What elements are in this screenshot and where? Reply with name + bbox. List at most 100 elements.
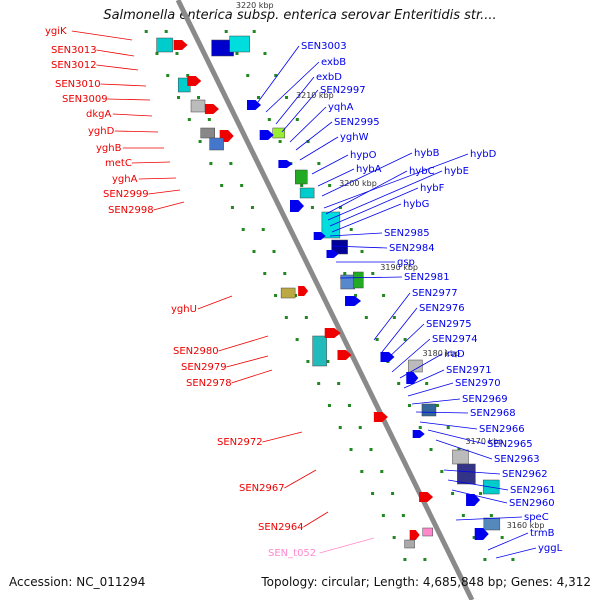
gene-arrow bbox=[278, 160, 293, 168]
tick-label: 3180 kbp bbox=[422, 349, 460, 358]
left-label: SEN2998 bbox=[108, 205, 154, 216]
track-dot bbox=[343, 272, 347, 275]
right-leader bbox=[373, 292, 411, 341]
right-leader bbox=[391, 338, 431, 373]
right-label: SEN2961 bbox=[510, 485, 556, 496]
right-label: hybD bbox=[470, 149, 497, 160]
track-dot bbox=[440, 470, 444, 473]
gene-block bbox=[312, 335, 327, 367]
track-dot bbox=[423, 558, 427, 561]
left-label: SEN2979 bbox=[181, 362, 227, 373]
gene-arrow bbox=[409, 530, 420, 540]
right-label: hybE bbox=[444, 166, 469, 177]
right-label-layer: SEN3003exbBexbDSEN2997yqhASEN2995yghWhyp… bbox=[257, 41, 563, 559]
right-leader bbox=[415, 411, 469, 414]
track-dot bbox=[327, 404, 331, 407]
left-leader bbox=[284, 469, 317, 489]
track-dot bbox=[337, 382, 341, 385]
tick-label: 3190 kbp bbox=[380, 263, 418, 272]
track-dot bbox=[328, 184, 332, 187]
right-label: trmB bbox=[530, 528, 555, 539]
right-leader bbox=[275, 76, 315, 125]
left-label: SEN2964 bbox=[258, 522, 304, 533]
track-dot bbox=[177, 96, 181, 99]
track-dot bbox=[418, 426, 422, 429]
right-leader bbox=[487, 532, 529, 551]
left-leader bbox=[96, 64, 139, 71]
left-leader bbox=[138, 177, 177, 180]
track-dot bbox=[451, 492, 455, 495]
track-dot bbox=[317, 162, 321, 165]
right-label: SEN2975 bbox=[426, 319, 472, 330]
track-dot bbox=[360, 470, 364, 473]
tick-label: 3220 kbp bbox=[236, 1, 274, 10]
track-dot bbox=[403, 338, 407, 341]
right-label: SEN2984 bbox=[389, 243, 435, 254]
right-leader bbox=[295, 121, 333, 151]
left-leader bbox=[319, 537, 375, 554]
left-leader bbox=[197, 295, 233, 310]
right-leader bbox=[411, 398, 461, 405]
track-dot bbox=[241, 228, 245, 231]
gene-block bbox=[272, 127, 285, 139]
right-label: SEN3003 bbox=[301, 41, 347, 52]
right-label: SEN2977 bbox=[412, 288, 458, 299]
gene-block bbox=[404, 539, 415, 549]
track-dot bbox=[382, 294, 386, 297]
right-label: SEN2962 bbox=[502, 469, 548, 480]
track-dot bbox=[144, 30, 148, 33]
gene-block bbox=[408, 359, 423, 373]
gene-block bbox=[421, 403, 437, 417]
gene-arrow bbox=[412, 430, 425, 438]
left-label: SEN2967 bbox=[239, 483, 285, 494]
right-label: SEN2976 bbox=[419, 303, 465, 314]
left-label: yghB bbox=[96, 143, 122, 154]
track-dot bbox=[349, 448, 353, 451]
right-leader bbox=[321, 152, 413, 197]
right-label: SEN2963 bbox=[494, 454, 540, 465]
gene-arrow bbox=[204, 104, 219, 114]
track-dot bbox=[246, 74, 250, 77]
tick-label: 3160 kbp bbox=[507, 521, 545, 530]
track-dot bbox=[457, 448, 461, 451]
right-leader bbox=[265, 61, 320, 113]
right-leader bbox=[385, 323, 425, 361]
left-leader bbox=[148, 189, 181, 195]
track-dot bbox=[220, 184, 224, 187]
genome-summary-text: Topology: circular; Length: 4,685,848 bp… bbox=[261, 575, 591, 589]
tick-label: 3200 kbp bbox=[339, 179, 377, 188]
right-label: hybC bbox=[409, 166, 435, 177]
right-leader bbox=[327, 170, 443, 221]
left-leader bbox=[100, 83, 147, 87]
left-label: ygiK bbox=[45, 26, 67, 37]
right-leader bbox=[443, 469, 501, 475]
track-dot bbox=[224, 30, 228, 33]
gene-block bbox=[321, 211, 341, 239]
track-dot bbox=[349, 228, 353, 231]
gene-arrow bbox=[466, 494, 481, 506]
right-label: SEN2985 bbox=[384, 228, 430, 239]
right-leader bbox=[381, 307, 418, 353]
right-leader bbox=[447, 479, 509, 491]
track-dot bbox=[261, 228, 265, 231]
track-dot bbox=[435, 404, 439, 407]
right-label: hybB bbox=[414, 148, 440, 159]
right-label: exbB bbox=[321, 57, 346, 68]
left-label: yghA bbox=[112, 174, 138, 185]
left-label: SEN2980 bbox=[173, 346, 219, 357]
track-dot bbox=[257, 96, 261, 99]
left-leader bbox=[112, 113, 153, 117]
right-leader bbox=[325, 170, 408, 215]
track-dot bbox=[250, 206, 254, 209]
right-label: gsp bbox=[397, 257, 415, 268]
right-leader bbox=[329, 187, 419, 227]
right-label: SEN2969 bbox=[462, 394, 508, 405]
gene-arrow bbox=[419, 492, 434, 502]
track-dot bbox=[187, 118, 191, 121]
track-dot bbox=[392, 536, 396, 539]
right-label: SEN2981 bbox=[404, 272, 450, 283]
right-label: SEN2965 bbox=[487, 439, 533, 450]
track-dot bbox=[397, 382, 401, 385]
right-leader bbox=[435, 439, 493, 460]
